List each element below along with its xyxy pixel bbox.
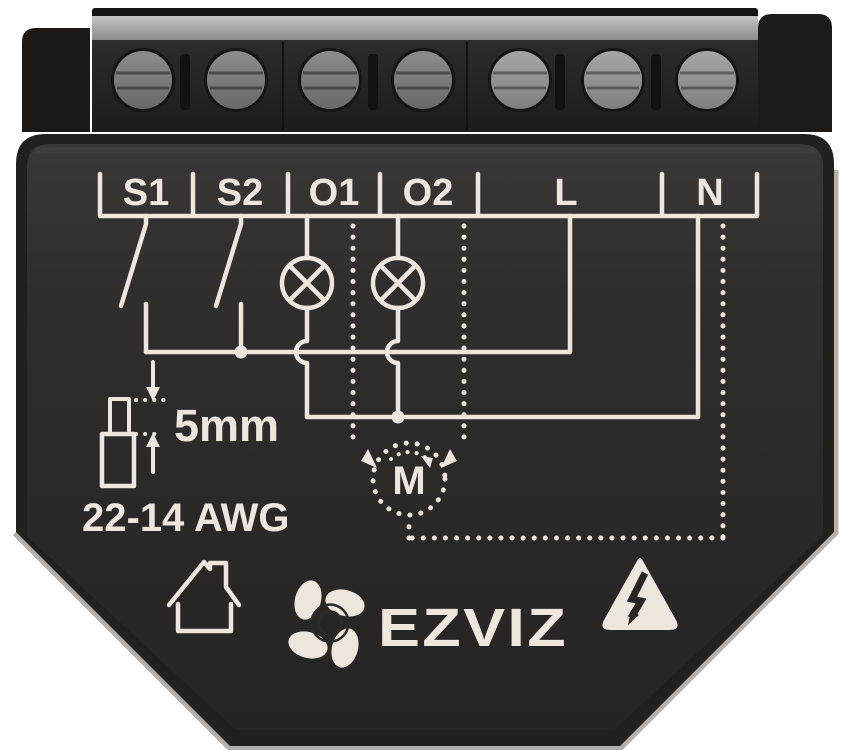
terminal-screw-s1[interactable] [111,48,175,112]
terminal-label-s1: S1 [123,172,169,214]
motor-rotation-arrowhead-icon [421,456,433,468]
terminal-label-n: N [696,172,723,214]
wire-gauge-label: 22-14 AWG [82,496,289,540]
terminal-slot [368,54,378,110]
terminal-block [22,8,832,132]
indoor-use-house-icon [166,559,242,634]
terminal-label-l: L [554,172,577,214]
terminal-label-o1: O1 [309,172,360,214]
terminal-right-wing [758,14,832,132]
terminal-left-wing [22,28,90,132]
lamp-symbol-o2 [370,213,426,420]
junction-dot [234,345,248,359]
terminal-scale-line [97,171,760,219]
terminal-screw-s2[interactable] [204,48,268,112]
ezviz-logo: EZVIZ [288,580,568,668]
wiring-diagram: S1 S2 O1 O2 L N [82,171,760,668]
motor-arrow-right-icon [441,449,457,468]
motor-neutral-dotted [406,223,726,541]
motor-arrow-left-icon [361,449,377,468]
terminal-slot [651,54,661,110]
terminal-screw-l2[interactable] [581,48,645,112]
live-bus-wire [143,213,573,355]
switch-symbol-s1 [118,213,149,355]
strip-length-label: 5mm [174,400,279,451]
high-voltage-warning-icon [602,558,678,630]
neutral-bus-wire [304,213,701,420]
junction-dot [391,410,405,424]
motor-label: M [392,459,425,503]
motor-symbol: M [361,440,457,518]
strip-gauge-icon: 5mm [99,360,279,489]
terminal-screw-o1[interactable] [298,48,362,112]
terminal-screw-n[interactable] [675,48,739,112]
terminal-screw-o2[interactable] [391,48,455,112]
terminal-top-strip [92,16,758,40]
terminal-label-s2: S2 [217,172,263,214]
terminal-label-o2: O2 [403,172,454,214]
terminal-slot [555,54,565,110]
switch-symbol-s2 [213,213,244,355]
terminal-screw-l1[interactable] [488,48,552,112]
ezviz-flower-icon [288,580,365,668]
terminal-slot [180,54,190,110]
ezviz-wordmark: EZVIZ [378,598,568,658]
lamp-symbol-o1 [279,213,335,420]
